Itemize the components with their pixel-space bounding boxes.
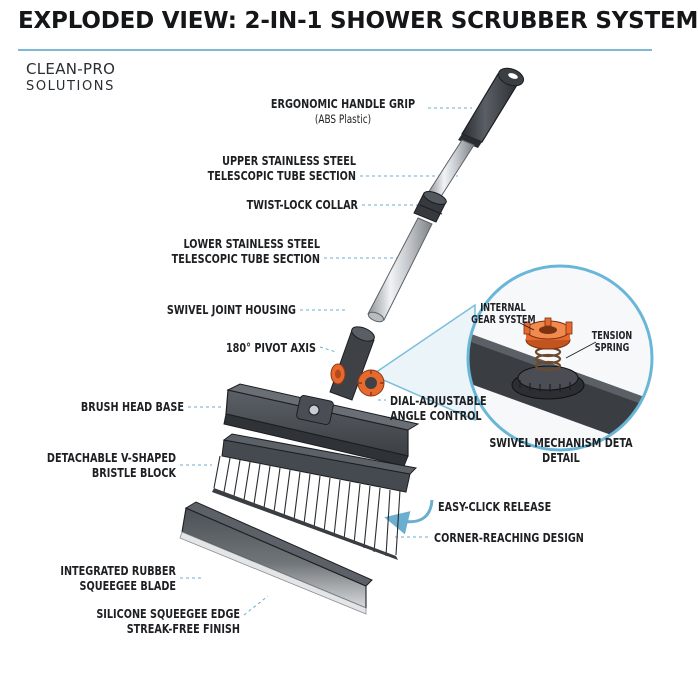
brand-name: CLEAN-PRO	[26, 60, 116, 78]
silicone-label-line2: STREAK-FREE FINISH	[126, 621, 240, 636]
label-silicone-edge: SILICONE SQUEEGEE EDGE STREAK-FREE FINIS…	[82, 606, 240, 636]
label-squeegee: INTEGRATED RUBBER SQUEEGEE BLADE	[42, 563, 176, 593]
handle-grip-label: ERGONOMIC HANDLE GRIP	[270, 96, 416, 111]
bristle-block	[212, 433, 418, 560]
spring-label-line2: SPRING	[594, 342, 630, 354]
handle-grip	[458, 67, 525, 148]
dial-control	[357, 369, 385, 397]
swivel-detail-view	[466, 264, 654, 452]
silicone-label-line1: SILICONE SQUEEGEE EDGE	[96, 606, 240, 621]
pivot-axis-label: 180° PIVOT AXIS	[225, 340, 316, 355]
page-title: EXPLODED VIEW: 2-IN-1 SHOWER SCRUBBER SY…	[18, 8, 698, 34]
corner-label: CORNER-REACHING DESIGN	[434, 530, 584, 545]
dial-label-line1: DIAL-ADJUSTABLE	[390, 393, 487, 408]
exploded-illustration	[179, 67, 654, 616]
gear-label-line2: GEAR SYSTEM	[471, 314, 536, 326]
brand-logo: CLEAN-PRO SOLUTIONS	[26, 60, 116, 94]
handle-material-label: (ABS Plastic)	[314, 112, 372, 126]
brush-base-label: BRUSH HEAD BASE	[80, 399, 184, 414]
label-internal-gear: INTERNAL GEAR SYSTEM	[471, 302, 535, 326]
brush-head-base	[223, 383, 420, 467]
squeegee-label-line2: SQUEEGEE BLADE	[79, 578, 176, 593]
squeegee-label-line1: INTEGRATED RUBBER	[60, 563, 176, 578]
label-swivel-housing: SWIVEL JOINT HOUSING	[145, 302, 296, 317]
dial-label-line2: ANGLE CONTROL	[390, 408, 482, 423]
label-easy-click: EASY-CLICK RELEASE	[438, 499, 567, 514]
bristle-label-line1: DETACHABLE V-SHAPED	[46, 450, 177, 465]
spring-label-line1: TENSION	[591, 330, 633, 342]
squeegee-blade	[179, 501, 373, 615]
brand-tagline: SOLUTIONS	[26, 79, 115, 94]
label-tension-spring: TENSION SPRING	[588, 330, 636, 354]
label-dial-control: DIAL-ADJUSTABLE ANGLE CONTROL	[390, 393, 510, 423]
upper-tube	[427, 139, 475, 199]
swivel-joint	[329, 326, 375, 401]
label-lower-tube: LOWER STAINLESS STEEL TELESCOPIC TUBE SE…	[145, 236, 320, 266]
label-bristle-block: DETACHABLE V-SHAPED BRISTLE BLOCK	[33, 450, 176, 480]
lower-tube-label-line1: LOWER STAINLESS STEEL	[183, 236, 320, 251]
label-handle-grip: ERGONOMIC HANDLE GRIP (ABS Plastic)	[270, 96, 416, 127]
label-upper-tube: UPPER STAINLESS STEEL TELESCOPIC TUBE SE…	[179, 153, 356, 183]
title-divider	[18, 49, 652, 51]
label-pivot-axis: 180° PIVOT AXIS	[208, 340, 316, 355]
lower-tube-label-line2: TELESCOPIC TUBE SECTION	[171, 251, 320, 266]
label-corner-design: CORNER-REACHING DESIGN	[434, 530, 589, 545]
label-brush-base: BRUSH HEAD BASE	[43, 399, 184, 414]
twist-lock-label: TWIST-LOCK COLLAR	[246, 197, 358, 212]
twist-lock-collar	[413, 191, 447, 223]
release-label: EASY-CLICK RELEASE	[438, 499, 552, 514]
gear-label-line1: INTERNAL	[480, 302, 526, 314]
label-twist-lock: TWIST-LOCK COLLAR	[231, 197, 358, 212]
detail-caption: SWIVEL MECHANISM DETA DETAIL	[481, 435, 641, 465]
upper-tube-label-line1: UPPER STAINLESS STEEL	[222, 153, 356, 168]
diagram-canvas: EXPLODED VIEW: 2-IN-1 SHOWER SCRUBBER SY…	[18, 8, 698, 636]
lower-tube	[367, 217, 433, 323]
detail-caption-line2: DETAIL	[542, 450, 580, 465]
swivel-housing-label: SWIVEL JOINT HOUSING	[166, 302, 296, 317]
bristle-label-line2: BRISTLE BLOCK	[91, 465, 176, 480]
upper-tube-label-line2: TELESCOPIC TUBE SECTION	[207, 168, 356, 183]
detail-caption-line1: SWIVEL MECHANISM DETA	[489, 435, 633, 450]
